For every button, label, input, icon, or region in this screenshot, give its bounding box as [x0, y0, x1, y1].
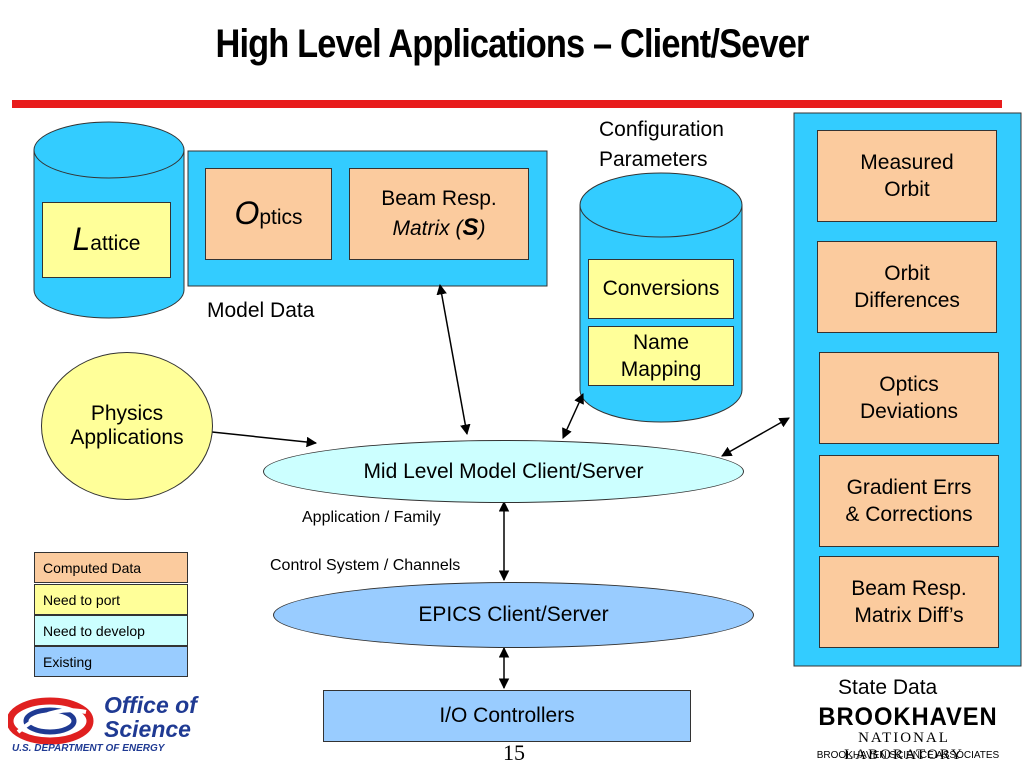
- arrow-mid-state: [721, 417, 790, 457]
- lattice-box: Lattice: [42, 202, 171, 278]
- doe-label: U.S. DEPARTMENT OF ENERGY: [12, 743, 165, 754]
- legend-need-to-develop: Need to develop: [34, 615, 188, 646]
- config-params-label: Configuration Parameters: [599, 118, 724, 172]
- brookhaven-science-associates-label: BROOKHAVEN SCIENCE ASSOCIATES: [816, 750, 1000, 761]
- model-data-label: Model Data: [207, 299, 315, 322]
- legend-need-to-port: Need to port: [34, 584, 188, 615]
- application-family-label: Application / Family: [302, 509, 441, 526]
- state-item-beam-resp-diff: Beam Resp.Matrix Diff’s: [819, 556, 999, 648]
- state-item-gradient-errs: Gradient Errs& Corrections: [819, 455, 999, 547]
- arrow-model-mid: [436, 283, 471, 436]
- conversions-box: Conversions: [588, 259, 734, 319]
- office-of-science-logo: Office of Science: [8, 690, 218, 760]
- name-mapping-box: Name Mapping: [588, 326, 734, 386]
- beam-resp-matrix-box: Beam Resp. Matrix (S): [349, 168, 529, 260]
- brookhaven-logo: BROOKHAVEN: [818, 703, 998, 731]
- legend-computed-data: Computed Data: [34, 552, 188, 583]
- state-data-label: State Data: [838, 676, 938, 699]
- control-system-channels-label: Control System / Channels: [270, 557, 461, 574]
- arrow-physics-to-mid: [211, 431, 318, 448]
- page-number: 15: [503, 740, 525, 765]
- national-laboratory-label: NATIONAL LABORATORY: [844, 730, 964, 763]
- arrow-config-mid: [562, 393, 584, 439]
- mid-level-model-server: Mid Level Model Client/Server: [263, 440, 744, 503]
- io-controllers: I/O Controllers: [323, 690, 691, 742]
- epics-client-server: EPICS Client/Server: [273, 582, 754, 648]
- page-title: High Level Applications – Client/Sever: [215, 22, 809, 66]
- optics-box: Optics: [205, 168, 332, 260]
- title-underline: [12, 100, 1002, 108]
- science-swirl-icon: [8, 697, 94, 745]
- legend-existing: Existing: [34, 646, 188, 677]
